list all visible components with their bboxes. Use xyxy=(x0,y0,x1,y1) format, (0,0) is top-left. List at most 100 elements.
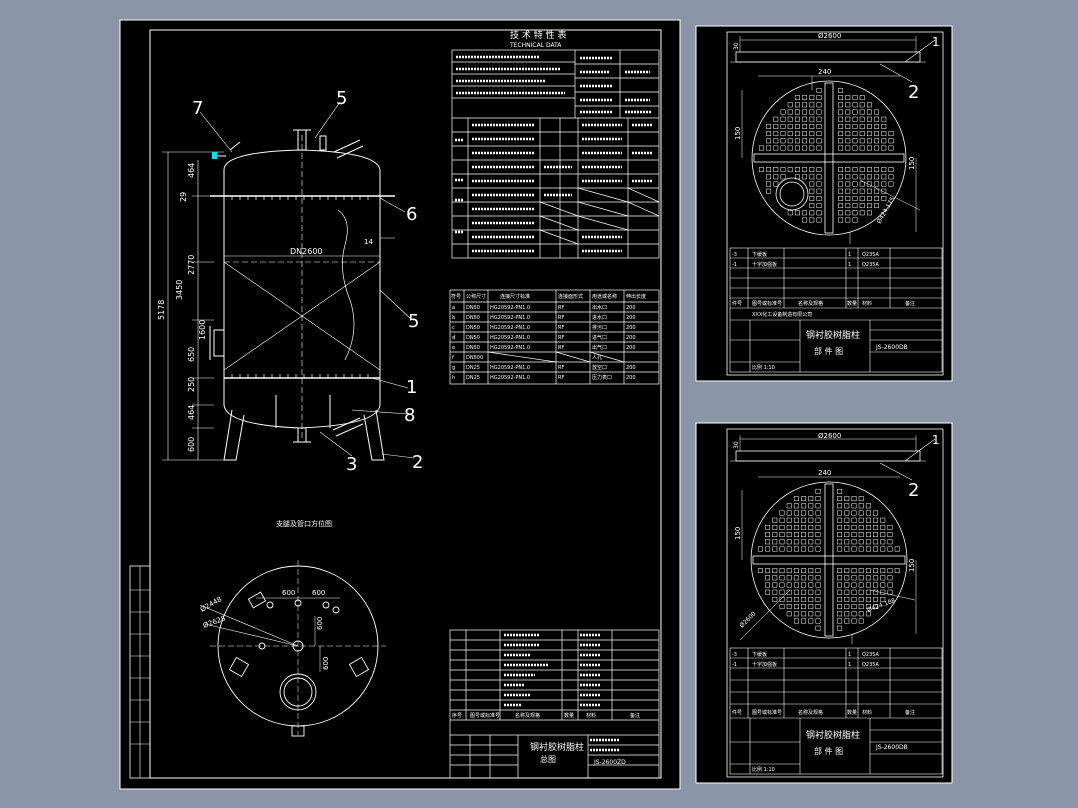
plate-hole xyxy=(838,109,844,115)
plate-hole xyxy=(881,145,887,151)
plate-hole xyxy=(866,138,872,144)
plate-hole xyxy=(858,575,864,581)
detail2-drawing-no: JS-2600DB xyxy=(875,744,908,751)
plate-hole xyxy=(815,596,821,602)
plate-hole xyxy=(758,167,764,173)
plate-hole xyxy=(880,568,886,574)
plate-hole xyxy=(765,575,771,581)
plate-hole xyxy=(845,145,851,151)
nozzle-cell: 出水口 xyxy=(592,304,607,311)
plate-hole xyxy=(772,539,778,545)
plate-hole xyxy=(865,532,871,538)
plate-hole xyxy=(845,217,851,223)
plate-hole xyxy=(837,596,843,602)
plate-hole xyxy=(794,145,800,151)
plate-hole xyxy=(859,109,865,115)
detail1-drawing-no: JS-2600DB xyxy=(875,344,908,351)
nozzle-cell: RF xyxy=(558,305,564,311)
dim-2770: 2770 xyxy=(187,255,196,275)
nozzle-cell: 进水口 xyxy=(592,314,607,321)
plate-hole xyxy=(786,510,792,516)
plate-hole xyxy=(793,575,799,581)
plate-hole xyxy=(773,123,779,129)
plate-hole xyxy=(866,210,872,216)
bom-header-4: 材料 xyxy=(586,712,596,719)
plate-hole xyxy=(773,167,779,173)
plate-hole xyxy=(779,517,785,523)
plate-hole xyxy=(816,217,822,223)
plate-hole xyxy=(815,510,821,516)
detail2-bom-header-3: 数量 xyxy=(847,709,857,716)
plate-hole xyxy=(801,604,807,610)
plate-hole xyxy=(815,524,821,530)
nozzle-cell: b xyxy=(452,315,455,321)
plate-hole xyxy=(859,210,865,216)
plate-hole xyxy=(794,174,800,180)
plate-hole xyxy=(874,195,880,201)
plate-hole xyxy=(765,582,771,588)
plate-hole xyxy=(866,116,872,122)
nozzle-cell: RF xyxy=(558,345,564,351)
plate-hole xyxy=(838,131,844,137)
plate-hole xyxy=(816,174,822,180)
plate-hole xyxy=(815,517,821,523)
plate-hole xyxy=(779,582,785,588)
detail-bom-cell: -1 xyxy=(732,262,737,268)
plate-hole xyxy=(865,604,871,610)
plate-hole xyxy=(786,596,792,602)
plate-hole xyxy=(887,575,893,581)
nozzle-cell: HG20592-PN1.0 xyxy=(490,305,530,311)
selected-grip-marker xyxy=(212,152,217,159)
plate-hole xyxy=(765,532,771,538)
vessel-elevation xyxy=(162,101,415,461)
plate-hole xyxy=(858,568,864,574)
plate-hole xyxy=(858,532,864,538)
plate-hole xyxy=(786,539,792,545)
plate-hole xyxy=(809,116,815,122)
plate-hole xyxy=(844,575,850,581)
detail-bom-cell: Q235A xyxy=(862,652,879,658)
detail-bom-cell: Q235A xyxy=(862,252,879,258)
plate-hole xyxy=(881,181,887,187)
plan-dim-600-b: 600 xyxy=(312,589,325,597)
plan-dim-600-c: 600 xyxy=(316,617,324,630)
plate-hole xyxy=(837,546,843,552)
nozzle-cell: DN50 xyxy=(466,325,480,331)
plate-hole xyxy=(866,167,872,173)
detail-bom-cell: 下缓板 xyxy=(752,651,767,658)
plate-hole xyxy=(888,131,894,137)
plate-hole xyxy=(837,524,843,530)
plate-hole xyxy=(874,167,880,173)
plate-hole xyxy=(802,123,808,129)
plate-hole xyxy=(851,589,857,595)
plate-hole xyxy=(816,188,822,194)
plate-hole xyxy=(865,517,871,523)
plate-hole xyxy=(873,575,879,581)
plate-hole xyxy=(874,123,880,129)
plate-hole xyxy=(809,195,815,201)
plate-hole xyxy=(845,102,851,108)
plate-hole xyxy=(779,510,785,516)
plate-hole xyxy=(780,116,786,122)
plate-hole xyxy=(880,596,886,602)
detail1-sub: 部 件 图 xyxy=(814,346,843,356)
detail1-dim-240: 240 xyxy=(818,68,831,76)
plate-hole xyxy=(852,138,858,144)
plate-hole xyxy=(866,145,872,151)
plate-hole xyxy=(874,131,880,137)
plate-hole xyxy=(838,95,844,101)
plate-hole xyxy=(816,109,822,115)
plate-hole xyxy=(852,102,858,108)
plate-hole xyxy=(765,546,771,552)
plate-hole xyxy=(809,123,815,129)
plate-hole xyxy=(838,203,844,209)
detail-bom-cell: 十字加强板 xyxy=(752,261,777,268)
plate-hole xyxy=(859,102,865,108)
plate-hole xyxy=(815,568,821,574)
plate-hole xyxy=(801,496,807,502)
plate-hole xyxy=(809,167,815,173)
plate-hole xyxy=(766,123,772,129)
nozzle-header-1: 公称尺寸 xyxy=(466,293,486,300)
plate-hole xyxy=(816,95,822,101)
plate-hole xyxy=(802,145,808,151)
